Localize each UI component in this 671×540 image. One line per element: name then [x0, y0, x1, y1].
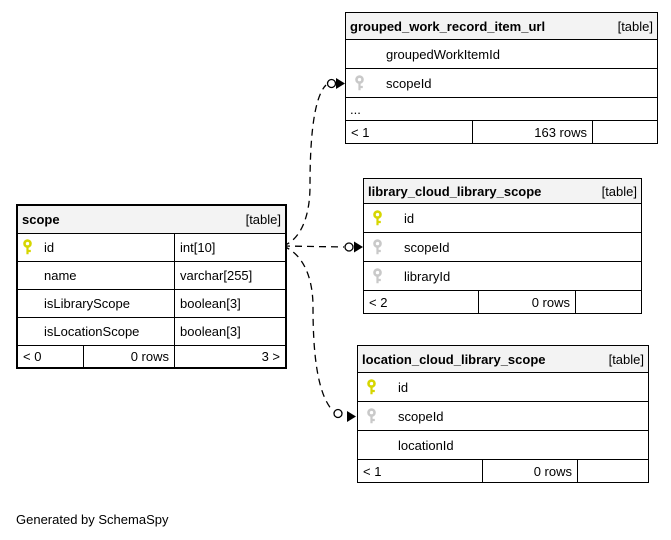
- table-node-location-cloud-library-scope[interactable]: location_cloud_library_scope [table] id …: [357, 345, 649, 483]
- key-spacer: [18, 290, 36, 317]
- parents-count: < 2: [364, 291, 479, 313]
- column-name: libraryId: [404, 268, 451, 284]
- relationship-line-scope-to-location-cloud-library-scope: [282, 245, 334, 412]
- table-footer: < 0 0 rows 3 >: [18, 346, 285, 367]
- column-name: scopeId: [386, 75, 432, 91]
- column-row: libraryId: [364, 262, 641, 291]
- key-spacer: [346, 40, 372, 68]
- zero-marker-icon: [344, 242, 354, 252]
- table-tag: [table]: [601, 183, 637, 199]
- table-header: library_cloud_library_scope [table]: [364, 179, 641, 204]
- arrowhead-icon: [336, 78, 345, 89]
- column-type: boolean[3]: [180, 296, 241, 311]
- column-row: scopeId: [358, 402, 648, 431]
- table-tag: [table]: [617, 18, 653, 34]
- parents-count: < 1: [358, 460, 483, 482]
- primary-key-icon: [22, 239, 32, 255]
- row-count: 0 rows: [483, 460, 578, 482]
- column-name: id: [404, 210, 415, 226]
- children-count: [578, 460, 648, 482]
- row-count: 0 rows: [479, 291, 576, 313]
- table-tag: [table]: [608, 351, 644, 367]
- table-header: location_cloud_library_scope [table]: [358, 346, 648, 373]
- arrowhead-icon: [347, 411, 356, 422]
- column-row: groupedWorkItemId: [346, 40, 657, 69]
- column-name: locationId: [398, 437, 454, 453]
- table-header: grouped_work_record_item_url [table]: [346, 13, 657, 40]
- row-count: 163 rows: [473, 121, 593, 143]
- column-name: scopeId: [404, 239, 450, 255]
- column-type: boolean[3]: [180, 324, 241, 339]
- column-type: varchar[255]: [180, 268, 253, 283]
- table-name: location_cloud_library_scope: [362, 351, 546, 367]
- parents-count: < 1: [346, 121, 473, 143]
- column-row: id: [358, 373, 648, 402]
- column-name: name: [44, 268, 77, 283]
- foreign-key-icon: [372, 238, 382, 254]
- columns-ellipsis-row: ...: [346, 98, 657, 121]
- table-node-scope[interactable]: scope [table] id int[10] name varchar[25…: [16, 204, 287, 369]
- column-type: int[10]: [180, 240, 216, 255]
- relationship-line-scope-to-grouped-work-record-item-url: [282, 84, 327, 247]
- key-spacer: [18, 262, 36, 289]
- column-row: locationId: [358, 431, 648, 460]
- column-name: id: [44, 240, 55, 255]
- column-row: scopeId: [346, 69, 657, 98]
- column-row: id int[10]: [18, 234, 285, 262]
- table-name: scope: [22, 212, 60, 227]
- table-name: grouped_work_record_item_url: [350, 18, 546, 34]
- arrowhead-icon: [354, 241, 363, 253]
- primary-key-icon: [372, 209, 382, 225]
- zero-marker-icon: [326, 78, 337, 89]
- zero-marker-icon: [333, 408, 343, 419]
- table-footer: < 2 0 rows: [364, 291, 641, 313]
- foreign-key-icon: [366, 407, 376, 423]
- column-row: scopeId: [364, 233, 641, 262]
- relationship-line-scope-to-library-cloud-library-scope: [282, 245, 345, 248]
- key-spacer: [358, 431, 384, 459]
- column-row: id: [364, 204, 641, 233]
- column-row: isLocationScope boolean[3]: [18, 318, 285, 346]
- column-row: isLibraryScope boolean[3]: [18, 290, 285, 318]
- row-count: 0 rows: [84, 346, 175, 367]
- primary-key-icon: [366, 378, 376, 394]
- table-footer: < 1 0 rows: [358, 460, 648, 482]
- foreign-key-icon: [354, 74, 364, 90]
- column-name: isLocationScope: [44, 324, 140, 339]
- column-name: isLibraryScope: [44, 296, 130, 311]
- table-name: library_cloud_library_scope: [368, 183, 542, 199]
- generator-note: Generated by SchemaSpy: [16, 512, 169, 527]
- table-footer: < 1 163 rows: [346, 121, 657, 143]
- children-count: 3 >: [261, 349, 280, 364]
- column-row: name varchar[255]: [18, 262, 285, 290]
- parents-count: < 0: [18, 346, 84, 367]
- children-count: [576, 291, 641, 313]
- children-count: [593, 121, 657, 143]
- foreign-key-icon: [372, 267, 382, 283]
- key-spacer: [18, 318, 36, 345]
- column-name: scopeId: [398, 408, 444, 424]
- ellipsis-label: ...: [350, 101, 361, 117]
- table-tag: [table]: [245, 212, 281, 227]
- table-header: scope [table]: [18, 206, 285, 234]
- column-name: groupedWorkItemId: [386, 46, 500, 62]
- table-node-grouped-work-record-item-url[interactable]: grouped_work_record_item_url [table] gro…: [345, 12, 658, 144]
- column-name: id: [398, 379, 409, 395]
- table-node-library-cloud-library-scope[interactable]: library_cloud_library_scope [table] id s…: [363, 178, 642, 314]
